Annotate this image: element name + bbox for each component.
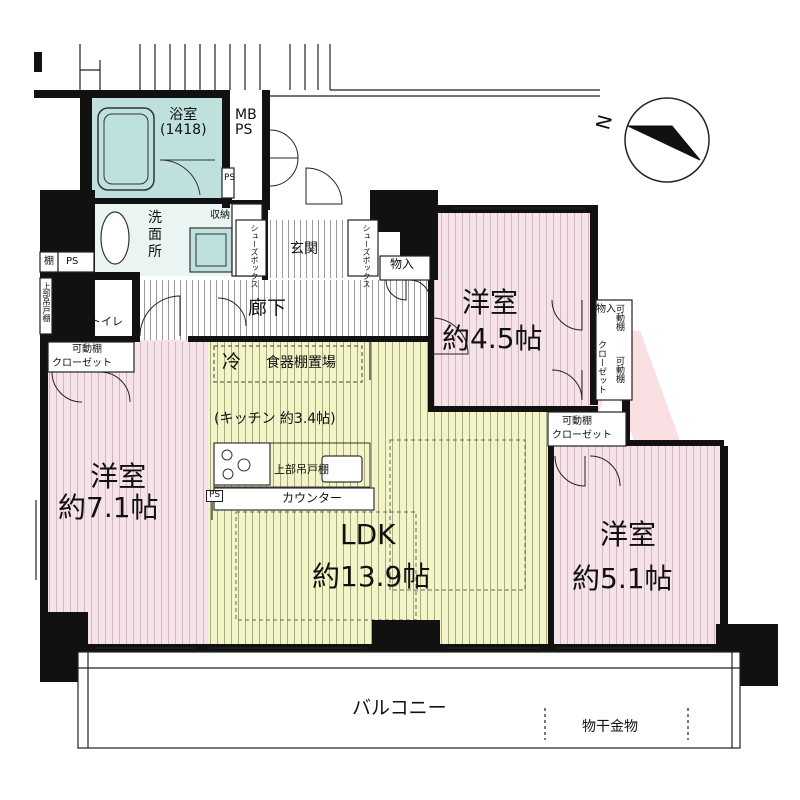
toilet-label: トイレ [90, 315, 123, 328]
washroom-line3: 所 [148, 243, 162, 260]
western-room-3-floor [548, 446, 724, 644]
washroom-line1: 洗 [148, 210, 162, 226]
storage-entry-label: 物入 [390, 257, 415, 271]
entrance-label: 玄関 [290, 241, 318, 257]
western-room-3-name: 洋室 [600, 518, 657, 551]
shoe-box-right-label: シューズボックス [362, 224, 371, 288]
doors [51, 129, 621, 487]
washroom-label: 洗 面 所 [148, 210, 162, 260]
western-room-2-size: 約4.5帖 [442, 322, 543, 355]
dish-shelf-label: 食器棚置場 [266, 355, 336, 371]
closet-right-label: クローゼット [552, 430, 612, 441]
washroom-line2: 面 [148, 226, 162, 243]
western-room-2-name: 洋室 [462, 286, 519, 319]
ldk-label: LDK [340, 518, 396, 551]
western-room-2-floor [432, 212, 592, 408]
western-room-1-label: 洋室 約7.1帖 [58, 460, 159, 524]
table-outline [235, 511, 417, 621]
fridge-label: 冷 [222, 351, 242, 373]
balcony-label: バルコニー [352, 697, 447, 719]
ps-left-label: PS [66, 256, 79, 267]
ceiling-cabinet-toilet-label: 上部吊戸棚 [42, 282, 51, 322]
counter-label: カウンター [282, 491, 343, 505]
mbps-label: MB PS [235, 107, 257, 139]
wash-basin [100, 211, 130, 265]
hallway-label: 廊下 [248, 297, 287, 319]
ldk-size: 約13.9帖 [312, 560, 431, 593]
ldk-dashed-area [389, 439, 526, 591]
upper-cabinet-label: 上部吊戸棚 [274, 463, 329, 476]
bath-name: 浴室 [169, 107, 198, 123]
western-room-1-size: 約7.1帖 [58, 490, 159, 524]
movable-shelf-right-top-label: 可動棚 [614, 304, 624, 331]
shelf-left-label: 棚 [44, 256, 54, 267]
mbps-line2: PS [235, 122, 253, 139]
ps-small-label: PS [224, 173, 236, 183]
thin-lines [35, 44, 741, 749]
hallway-floor [140, 280, 432, 340]
kitchen-ps-label: PS [206, 490, 224, 502]
western-room-1-floor [43, 342, 208, 644]
mbps-line1: MB [235, 107, 257, 123]
ldk-name: LDK [340, 518, 396, 551]
movable-shelf-right-label: 可動棚 [562, 416, 592, 427]
bathtub [97, 107, 155, 191]
north-label: N [592, 112, 618, 133]
bath-size: (1418) [160, 122, 207, 139]
shoe-box-left-label: シューズボックス [250, 224, 259, 288]
closet-right-vertical-label: クローゼット [596, 340, 606, 394]
kitchen-label: (キッチン 約3.4帖) [214, 411, 336, 427]
movable-shelf-left-label: 可動棚 [72, 344, 102, 355]
movable-shelf-right-vertical-label: 可動棚 [614, 356, 624, 383]
dish-shelf-area [213, 345, 363, 383]
western-room-3-label: 洋室 [600, 518, 657, 551]
storage-small-label: 収納 [210, 210, 230, 221]
sink [321, 455, 363, 483]
north-arrow-icon [624, 97, 710, 183]
western-room-3-size: 約5.1帖 [572, 562, 673, 595]
closet-left-label: クローゼット [52, 358, 112, 369]
storage-right-label: 物入 [596, 304, 616, 315]
western-room-1-name: 洋室 [90, 460, 147, 493]
entrance-floor [266, 220, 348, 278]
drying-hardware-label: 物干金物 [582, 719, 638, 735]
western-room-2-label: 洋室 [462, 286, 519, 319]
bath-label: 浴室 (1418) [160, 107, 207, 139]
